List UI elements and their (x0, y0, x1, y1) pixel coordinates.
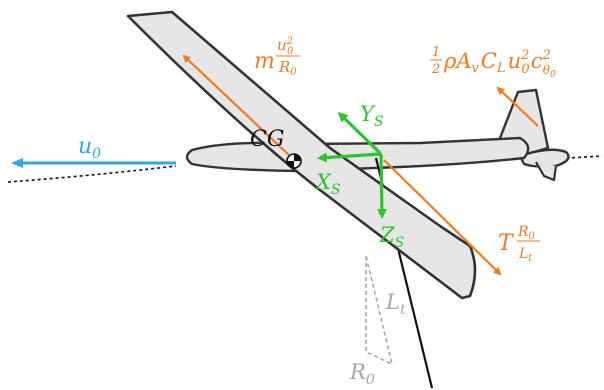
svg-text:1: 1 (432, 45, 440, 60)
svg-text:R0: R0 (517, 224, 536, 242)
svg-text:R0: R0 (278, 58, 297, 78)
svg-text:u20: u20 (277, 36, 294, 57)
radius-label: R0 (349, 360, 375, 388)
flight-path-left (7, 165, 177, 183)
tension-force-arrow (383, 159, 502, 276)
tether-length-label: Lt (385, 290, 406, 318)
axis-x-arrow (317, 152, 382, 163)
main-wing (126, 10, 477, 300)
cg-label: CG (250, 127, 284, 152)
axis-y-label: YS (360, 102, 383, 130)
svg-text:T: T (498, 231, 515, 256)
axis-z-label: ZS (379, 223, 404, 251)
svg-text:2: 2 (431, 62, 440, 77)
stabilizer-lower (535, 161, 558, 182)
cg-symbol (286, 153, 302, 169)
velocity-label: u0 (78, 134, 101, 162)
horizontal-stabilizer (518, 148, 570, 168)
centrifugal-force-arrow (182, 54, 293, 159)
svg-text:m: m (254, 49, 275, 74)
lift-force-arrow (496, 86, 539, 127)
axis-y-arrow (337, 111, 383, 156)
axis-z-arrow (376, 153, 387, 219)
axis-x-label: XS (314, 170, 341, 198)
tension-force-label: T R0 Lt (498, 224, 540, 264)
svg-text:Lt: Lt (518, 246, 533, 264)
